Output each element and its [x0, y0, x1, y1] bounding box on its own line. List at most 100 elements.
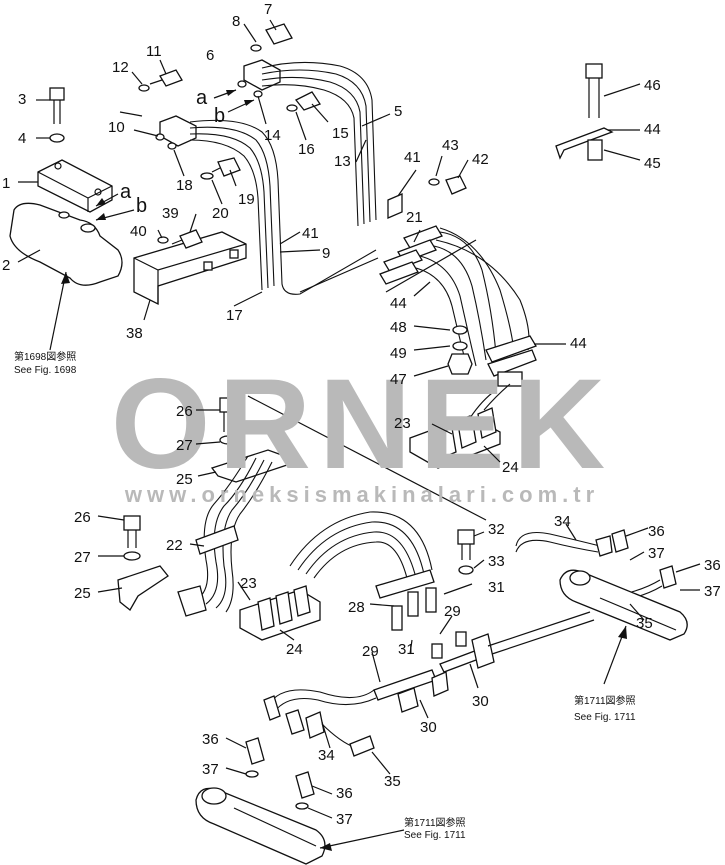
steel-tubes-22 [177, 455, 273, 617]
callout-44-left: 44 [390, 295, 407, 312]
callout-38: 38 [126, 325, 143, 342]
hydraulic-cylinder-35-lower [195, 787, 326, 865]
callout-48: 48 [390, 319, 407, 336]
callout-36-right-b: 36 [704, 557, 721, 574]
hose-34-right [515, 529, 677, 603]
ref-fig1711-right-en: See Fig. 1711 [574, 712, 636, 723]
callout-26-lower: 26 [74, 509, 91, 526]
callout-12: 12 [112, 59, 129, 76]
callout-44-right: 44 [644, 121, 661, 138]
callout-37-lower-a: 37 [202, 761, 219, 778]
callout-18: 18 [176, 177, 193, 194]
callout-27-upper: 27 [176, 437, 193, 454]
callout-16: 16 [298, 141, 315, 158]
cover-plate [37, 159, 113, 213]
callout-42: 42 [472, 151, 489, 168]
callout-36-lower-a: 36 [202, 731, 219, 748]
callout-9: 9 [322, 245, 330, 262]
port-a-upper: a [196, 87, 208, 109]
callout-28: 28 [348, 599, 365, 616]
steel-tubes-9-17 [189, 119, 377, 295]
callout-25-lower: 25 [74, 585, 91, 602]
fitting-plate-24-upper [409, 383, 511, 469]
ref-fig1711-bottom-en: See Fig. 1711 [404, 830, 466, 841]
bolt-39 [157, 229, 203, 249]
reference-notes: 第1698図参照 See Fig. 1698 第1711図参照 See Fig.… [14, 350, 636, 841]
callout-26-upper: 26 [176, 403, 193, 420]
bolt-3 [49, 87, 65, 143]
callout-43: 43 [442, 137, 459, 154]
callout-35-lower: 35 [384, 773, 401, 790]
pipes-30 [373, 611, 595, 713]
callout-41-middle: 41 [302, 225, 319, 242]
callout-40: 40 [130, 223, 147, 240]
callout-24-lower: 24 [286, 641, 303, 658]
ref-fig1711-bottom-jp: 第1711図参照 [404, 816, 466, 829]
callout-22: 22 [166, 537, 183, 554]
callout-44-middle: 44 [570, 335, 587, 352]
watermark-main: ORNEK [111, 353, 613, 496]
callout-13: 13 [334, 153, 351, 170]
callout-11: 11 [146, 43, 162, 60]
callout-37-right-b: 37 [704, 583, 721, 600]
callout-14: 14 [264, 127, 281, 144]
callout-1: 1 [2, 175, 10, 192]
bolt-32 [457, 529, 475, 575]
bolt-19 [211, 157, 241, 177]
callout-34-lower: 34 [318, 747, 335, 764]
steel-tubes-5-13 [261, 61, 377, 227]
callout-15: 15 [332, 125, 349, 142]
callout-36-right-a: 36 [648, 523, 665, 540]
callout-33: 33 [488, 553, 505, 570]
callout-30-right: 30 [472, 693, 489, 710]
callout-7: 7 [264, 1, 272, 18]
port-b-upper: b [214, 105, 225, 127]
callout-30-left: 30 [420, 719, 437, 736]
port-labels: a b a b [120, 87, 225, 217]
callout-2: 2 [2, 257, 10, 274]
bracket-44-right [555, 63, 614, 161]
callout-10: 10 [108, 119, 125, 136]
callout-37-right-a: 37 [648, 545, 665, 562]
bracket-25-lower [117, 515, 169, 611]
bolt-11 [149, 69, 183, 87]
callout-46: 46 [644, 77, 661, 94]
callout-leaders [17, 19, 701, 851]
callout-29-left: 29 [362, 643, 379, 660]
callout-25-upper: 25 [176, 471, 193, 488]
fittings-29-31 [391, 587, 467, 659]
callout-24-upper: 24 [502, 459, 519, 476]
callout-36-lower-b: 36 [336, 785, 353, 802]
flange-block-left [138, 84, 214, 180]
callout-49: 49 [390, 345, 407, 362]
hoses-28 [289, 511, 435, 599]
watermark-url: www.orneksismakinalari.com.tr [124, 482, 599, 507]
fitting-plate-24-lower [239, 585, 321, 641]
callout-34-right: 34 [554, 513, 571, 530]
callout-8: 8 [232, 13, 240, 30]
callout-23-lower: 23 [240, 575, 257, 592]
callout-6: 6 [206, 47, 214, 64]
callout-4: 4 [18, 130, 26, 147]
clamp-41-upper [387, 175, 467, 219]
callout-39: 39 [162, 205, 179, 222]
callout-21: 21 [406, 209, 423, 226]
callout-37-lower-b: 37 [336, 811, 353, 828]
bracket-25-upper [210, 397, 291, 483]
fittings-36-37-lower [245, 737, 315, 810]
callout-32: 32 [488, 521, 505, 538]
callout-numbers: 1 2 3 4 5 6 7 8 9 10 11 12 13 14 15 16 1… [2, 1, 721, 828]
hose-34-lower [263, 689, 377, 757]
callout-17: 17 [226, 307, 243, 324]
callout-3: 3 [18, 91, 26, 108]
leader-lines [247, 239, 487, 521]
bracket-38 [133, 231, 247, 306]
clamp-44-middle [485, 335, 537, 387]
callout-29-right: 29 [444, 603, 461, 620]
port-a-left: a [120, 181, 132, 203]
ref-fig1698-jp: 第1698図参照 [14, 350, 76, 363]
callout-47: 47 [390, 371, 407, 388]
callout-41-upper: 41 [404, 149, 421, 166]
